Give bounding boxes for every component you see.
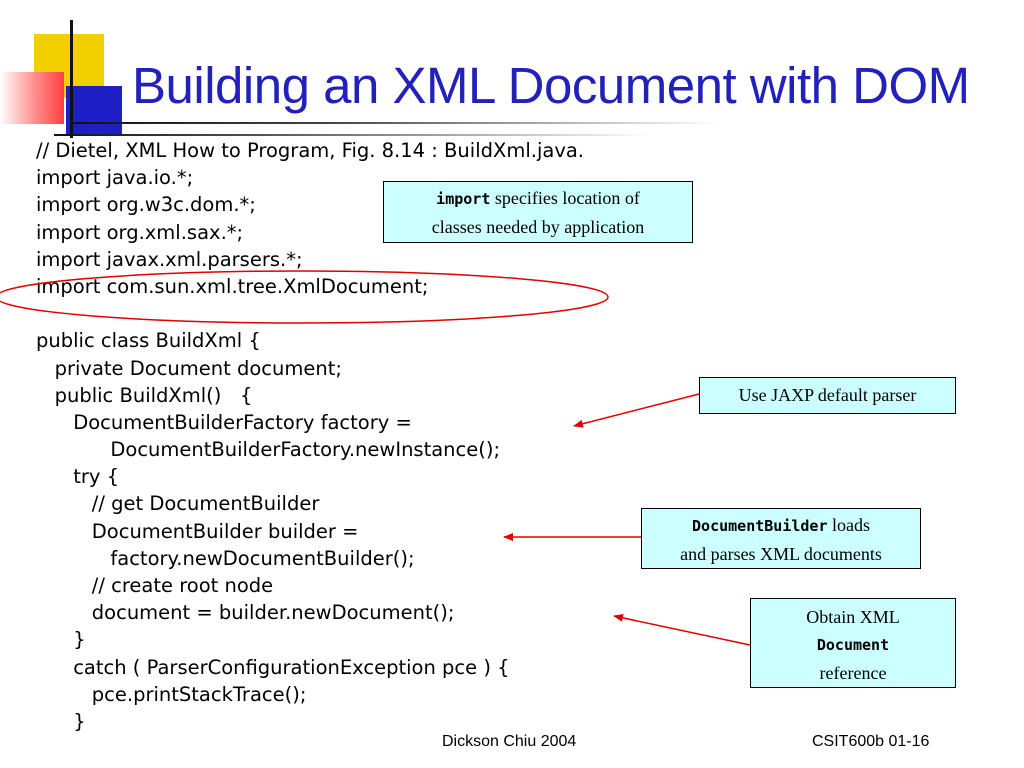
code-line: import java.io.*;: [36, 166, 194, 190]
code-line: import com.sun.xml.tree.XmlDocument;: [36, 274, 429, 298]
code-line: import org.w3c.dom.*;: [36, 193, 256, 217]
callout-document-builder: DocumentBuilder loads and parses XML doc…: [641, 508, 921, 569]
slide-title: Building an XML Document with DOM: [132, 57, 970, 114]
code-line: }: [36, 709, 86, 733]
code-line: public class BuildXml {: [36, 329, 261, 353]
code-line: // Dietel, XML How to Program, Fig. 8.14…: [36, 139, 585, 162]
code-line: try {: [36, 465, 119, 489]
code-line: catch ( ParserConfigurationException pce…: [36, 655, 510, 679]
footer-slide-number: CSIT600b 01-16: [812, 733, 930, 750]
code-line: DocumentBuilder builder =: [36, 519, 359, 543]
callout-builder-code: DocumentBuilder: [692, 517, 828, 535]
code-line: document = builder.newDocument();: [36, 601, 455, 625]
code-line: DocumentBuilderFactory factory =: [36, 410, 412, 434]
decor-vertical-line: [70, 20, 73, 138]
code-line: DocumentBuilderFactory.newInstance();: [36, 438, 501, 462]
callout-document-line3: reference: [819, 663, 887, 683]
code-line: private Document document;: [36, 356, 342, 380]
code-line: // create root node: [36, 574, 274, 597]
decor-horizontal-line: [54, 134, 654, 136]
code-line: // get DocumentBuilder: [36, 492, 320, 516]
code-line: factory.newDocumentBuilder();: [36, 546, 415, 570]
callout-document: Obtain XML Document reference: [750, 598, 956, 688]
callout-jaxp: Use JAXP default parser: [699, 377, 956, 414]
callout-jaxp-text: Use JAXP default parser: [738, 385, 917, 405]
decor-red-square: [0, 72, 64, 124]
code-line: public BuildXml() {: [36, 383, 253, 407]
callout-import: import specifies location of classes nee…: [383, 181, 693, 243]
code-line: [36, 300, 736, 327]
callout-builder-line2: and parses XML documents: [680, 544, 882, 564]
code-line: import javax.xml.parsers.*;: [36, 247, 303, 271]
code-line: pce.printStackTrace();: [36, 682, 307, 706]
code-line: import org.xml.sax.*;: [36, 220, 244, 244]
callout-import-line2: classes needed by application: [431, 217, 645, 237]
decor-horizontal-line: [70, 122, 720, 124]
callout-builder-line1: DocumentBuilder loads: [642, 511, 920, 540]
decor-blue-square: [66, 86, 122, 136]
callout-builder-text: loads: [827, 515, 870, 535]
footer-author: Dickson Chiu 2004: [442, 733, 577, 750]
callout-import-line1: import specifies location of: [384, 184, 692, 213]
code-listing: // Dietel, XML How to Program, Fig. 8.14…: [36, 137, 736, 735]
callout-document-line1: Obtain XML: [806, 607, 900, 627]
callout-import-text: specifies location of: [490, 188, 640, 208]
callout-document-code: Document: [816, 636, 890, 654]
code-line: }: [36, 628, 86, 652]
callout-import-code: import: [436, 190, 491, 208]
